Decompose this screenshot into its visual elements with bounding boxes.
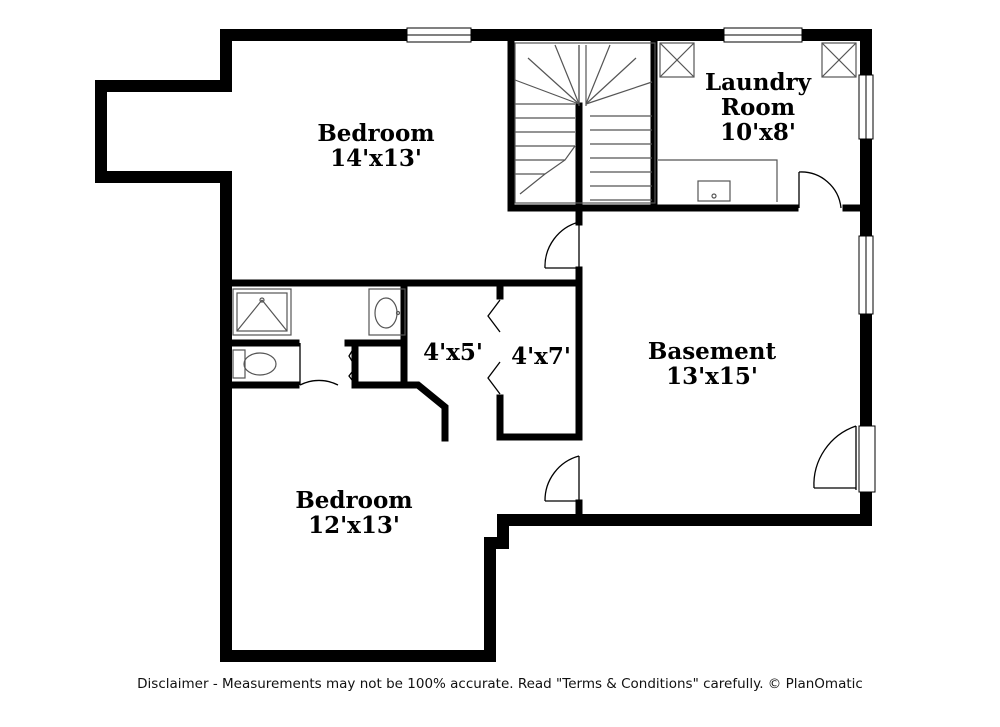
laundry-dims: 10'x8' (720, 119, 796, 146)
bedroom-bottom-dims: 12'x13' (308, 512, 400, 539)
bedroom-top-label: Bedroom 14'x13' (296, 122, 456, 170)
bedroom-bottom-label: Bedroom 12'x13' (274, 489, 434, 537)
laundry-name-line2: Room (720, 94, 796, 121)
bathroom-fixtures (232, 288, 406, 379)
closet-small-dims: 4'x5' (423, 339, 483, 366)
closet-medium-label: 4'x7' (500, 343, 582, 368)
disclaimer-text: Disclaimer - Measurements may not be 100… (137, 676, 863, 692)
bedroom-top-name: Bedroom (317, 120, 435, 147)
closet-medium-dims: 4'x7' (511, 343, 571, 370)
doors (299, 171, 857, 503)
basement-dims: 13'x15' (666, 363, 758, 390)
bedroom-top-dims: 14'x13' (330, 145, 422, 172)
laundry-label: Laundry Room 10'x8' (683, 71, 833, 144)
laundry-name-line1: Laundry (704, 69, 812, 96)
windows (406, 27, 876, 493)
stairs (514, 42, 656, 204)
basement-name: Basement (647, 338, 777, 365)
bedroom-bottom-name: Bedroom (295, 487, 413, 514)
basement-label: Basement 13'x15' (632, 340, 792, 388)
laundry-fixtures (658, 42, 857, 202)
outer-walls (95, 29, 872, 662)
closet-small-label: 4'x5' (410, 339, 496, 364)
